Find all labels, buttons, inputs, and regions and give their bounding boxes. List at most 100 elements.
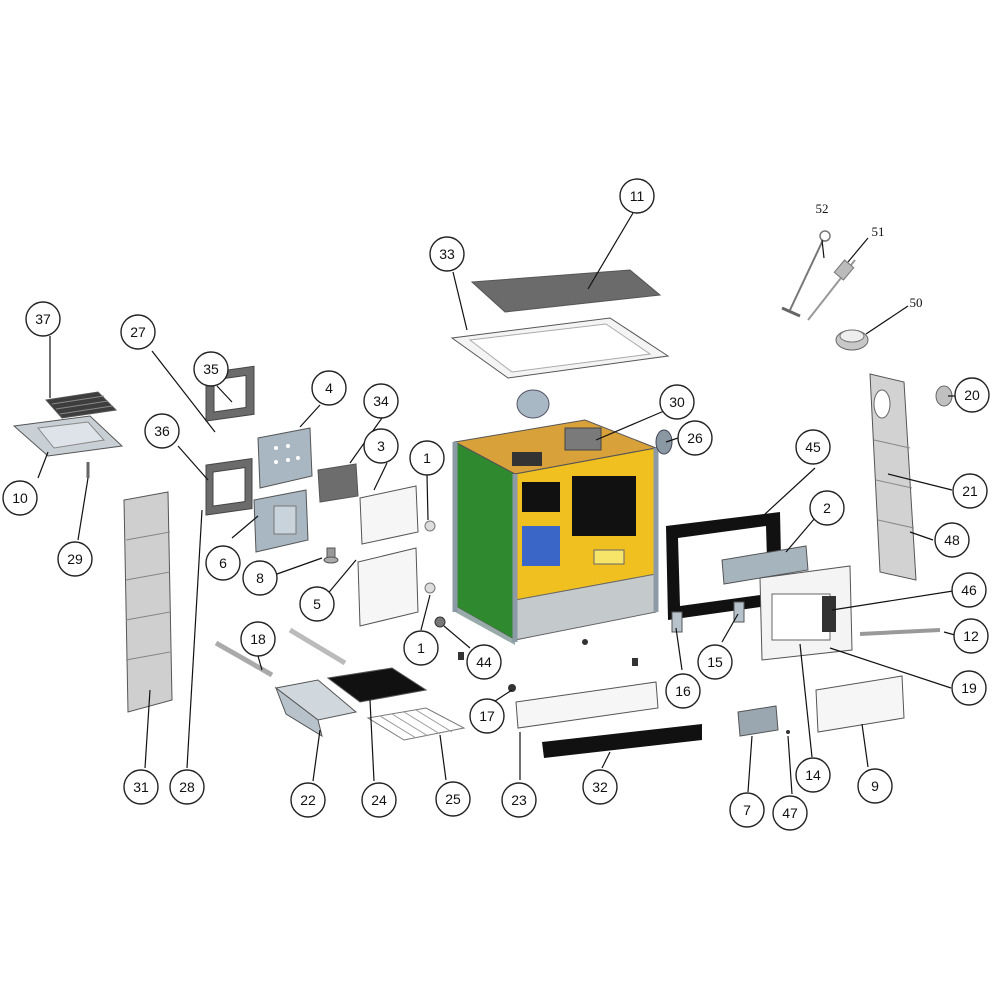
callout-26: 26 xyxy=(677,420,713,456)
ash-pan xyxy=(274,679,358,738)
callout-37: 37 xyxy=(25,301,61,337)
door-gasket-lower xyxy=(205,458,253,516)
hinge-right xyxy=(733,601,745,623)
callout-24: 24 xyxy=(361,782,397,818)
svg-text:12: 12 xyxy=(963,628,979,644)
flue-cover xyxy=(655,429,673,455)
svg-text:5: 5 xyxy=(313,596,321,612)
callout-44: 44 xyxy=(466,644,502,680)
svg-text:34: 34 xyxy=(373,393,389,409)
svg-text:23: 23 xyxy=(511,792,527,808)
callout-16: 16 xyxy=(665,673,701,709)
callout-8: 8 xyxy=(242,560,278,596)
svg-text:1: 1 xyxy=(423,450,431,466)
callout-47: 47 xyxy=(772,795,808,831)
plinth-front xyxy=(515,681,659,729)
parts-layer xyxy=(12,230,953,758)
callout-21: 21 xyxy=(952,473,988,509)
callout-36: 36 xyxy=(144,413,180,449)
svg-text:44: 44 xyxy=(476,654,492,670)
svg-text:28: 28 xyxy=(179,779,195,795)
label-51: 51 xyxy=(872,224,885,239)
svg-text:15: 15 xyxy=(707,654,723,670)
svg-text:35: 35 xyxy=(203,361,219,377)
svg-text:29: 29 xyxy=(67,551,83,567)
svg-text:33: 33 xyxy=(439,246,455,262)
svg-text:21: 21 xyxy=(962,483,978,499)
callout-11: 11 xyxy=(619,178,655,214)
svg-text:6: 6 xyxy=(219,555,227,571)
callout-1-lower: 1 xyxy=(403,630,439,666)
svg-text:27: 27 xyxy=(130,324,146,340)
screw-17 xyxy=(508,684,516,692)
top-frame xyxy=(450,317,670,379)
svg-text:26: 26 xyxy=(687,430,703,446)
svg-text:8: 8 xyxy=(256,570,264,586)
callout-22: 22 xyxy=(290,782,326,818)
foot xyxy=(458,652,464,660)
rear-panel xyxy=(759,565,853,661)
callouts: 1 1 2 3 4 5 6 7 8 9 10 11 12 14 15 16 17… xyxy=(2,178,990,831)
fire-door xyxy=(257,427,313,489)
callout-48: 48 xyxy=(934,522,970,558)
callout-9: 9 xyxy=(857,768,893,804)
callout-35: 35 xyxy=(193,351,229,387)
grate xyxy=(45,391,118,419)
top-hotplate xyxy=(470,269,662,313)
svg-text:7: 7 xyxy=(743,802,751,818)
svg-text:47: 47 xyxy=(782,805,798,821)
callout-6: 6 xyxy=(205,545,241,581)
door-liner xyxy=(317,463,359,503)
svg-text:31: 31 xyxy=(133,779,149,795)
callout-46: 46 xyxy=(951,572,987,608)
svg-text:45: 45 xyxy=(805,439,821,455)
callout-7: 7 xyxy=(729,792,765,828)
svg-text:11: 11 xyxy=(630,188,645,204)
callout-2: 2 xyxy=(809,490,845,526)
inspection-cover xyxy=(516,389,550,419)
callout-5: 5 xyxy=(299,586,335,622)
svg-text:46: 46 xyxy=(961,582,977,598)
oven-rail-left xyxy=(214,640,274,678)
callout-10: 10 xyxy=(2,480,38,516)
handle-knob xyxy=(323,547,339,564)
oven-door-upper xyxy=(359,485,419,545)
leader-lines xyxy=(37,212,956,795)
screw-44 xyxy=(434,616,446,628)
svg-text:24: 24 xyxy=(371,792,387,808)
plinth-black xyxy=(542,724,702,758)
svg-text:19: 19 xyxy=(961,680,977,696)
flue-ring xyxy=(835,329,869,351)
svg-text:30: 30 xyxy=(669,394,685,410)
svg-text:20: 20 xyxy=(964,387,980,403)
callout-19: 19 xyxy=(951,670,987,706)
knob-lower xyxy=(424,582,436,594)
rod xyxy=(859,628,941,636)
svg-text:48: 48 xyxy=(944,532,960,548)
baking-tray xyxy=(326,667,428,703)
grate-frame xyxy=(12,415,124,457)
callout-33: 33 xyxy=(429,236,465,272)
callout-31: 31 xyxy=(123,769,159,805)
callout-12: 12 xyxy=(953,618,989,654)
side-panel-left xyxy=(123,491,173,713)
screw-47 xyxy=(786,730,790,734)
oven-rack xyxy=(366,707,466,741)
callout-45: 45 xyxy=(795,429,831,465)
foot xyxy=(632,658,638,666)
svg-text:16: 16 xyxy=(675,683,691,699)
svg-text:32: 32 xyxy=(592,779,608,795)
callout-4: 4 xyxy=(311,370,347,406)
svg-text:25: 25 xyxy=(445,791,461,807)
callout-28: 28 xyxy=(169,769,205,805)
oven-rail-right xyxy=(288,627,347,666)
callout-17: 17 xyxy=(469,698,505,734)
callout-27: 27 xyxy=(120,314,156,350)
callout-29: 29 xyxy=(57,541,93,577)
callout-25: 25 xyxy=(435,781,471,817)
hinge-left xyxy=(671,611,683,633)
callout-14: 14 xyxy=(795,757,831,793)
callout-34: 34 xyxy=(363,383,399,419)
svg-text:9: 9 xyxy=(871,778,879,794)
side-panel-right xyxy=(869,373,917,581)
